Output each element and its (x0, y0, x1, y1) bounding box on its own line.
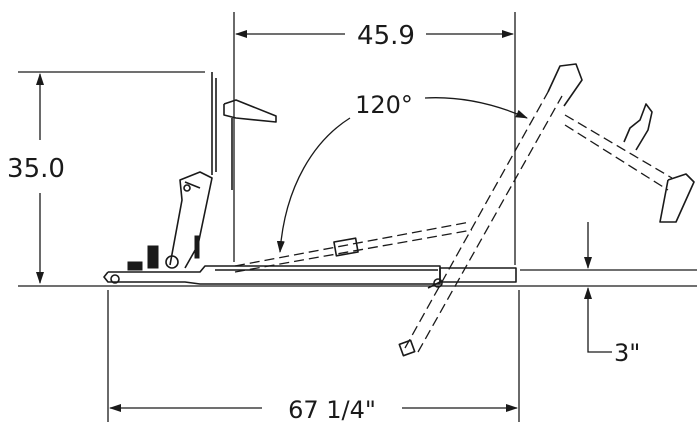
clearance-label: 3" (614, 339, 640, 367)
dimension-tilt-angle: 120° (276, 91, 528, 253)
tower-column (169, 171, 213, 269)
hydraulic-fitting (127, 261, 143, 271)
boom-edge-right (417, 95, 563, 353)
dimension-bottom-width: 67 1/4" (107, 290, 520, 424)
boom-edge-left (404, 91, 549, 349)
control-tower (127, 72, 277, 271)
bucket-blade (659, 173, 695, 223)
frame-body (103, 265, 441, 285)
cylinder-outline-lower (234, 229, 473, 273)
dimension-top-width: 45.9 (233, 12, 516, 265)
attachment-bucket (564, 103, 695, 223)
pivot-pin (433, 278, 443, 288)
hydraulic-cylinder (234, 221, 473, 273)
boom-foot (398, 339, 416, 357)
height-label: 35.0 (7, 154, 65, 184)
angle-arc-right (424, 97, 528, 119)
clearance-leader (587, 332, 612, 353)
operator-plate (223, 99, 277, 123)
base-frame (103, 265, 517, 288)
cylinder-outline-upper (234, 221, 471, 267)
boom-arm (398, 63, 583, 357)
pump-housing (165, 255, 179, 269)
attachment-bracket (623, 103, 653, 151)
attachment-arm-lower (564, 124, 669, 191)
tower-brace (184, 181, 201, 189)
cylinder-collar (333, 237, 359, 257)
tower-bolt (183, 184, 191, 192)
top-width-label: 45.9 (357, 21, 415, 51)
valve-stem (194, 235, 200, 259)
attachment-arm-upper (564, 114, 673, 179)
frame-extension (439, 267, 517, 283)
hitch-pin (110, 274, 120, 284)
boom-head (547, 63, 583, 107)
angle-label: 120° (355, 91, 413, 119)
hydraulic-valve (147, 245, 159, 269)
bottom-width-label: 67 1/4" (288, 396, 376, 424)
dimension-height: 35.0 (7, 71, 205, 284)
angle-arc-left (276, 117, 351, 253)
boom-pivot-link (427, 281, 441, 289)
dimension-clearance: 3" (584, 222, 640, 367)
